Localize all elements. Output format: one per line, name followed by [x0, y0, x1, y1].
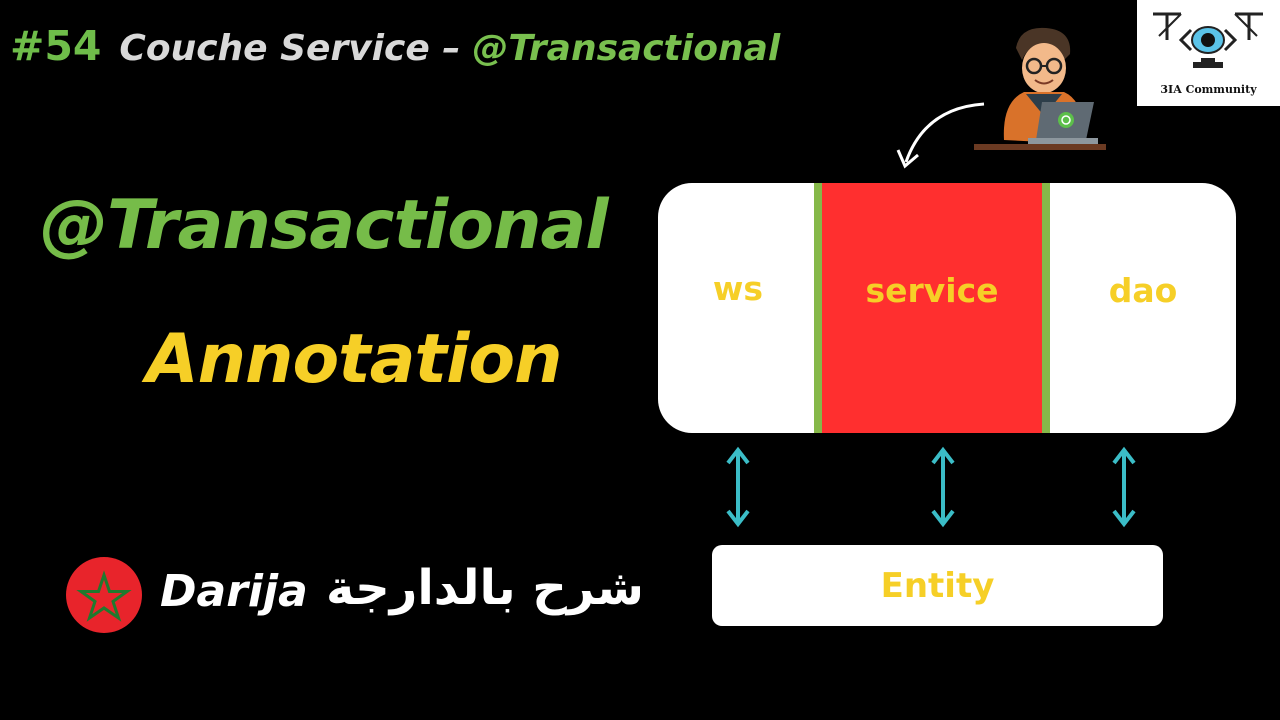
entity-box: Entity [712, 545, 1163, 626]
layer-service: service [814, 183, 1050, 433]
morocco-flag-icon [66, 557, 142, 633]
3ia-logo-icon [1153, 12, 1263, 68]
double-arrow-dao-icon [1112, 446, 1136, 528]
episode-header: #54 Couche Service – @Transactional [10, 22, 780, 72]
community-logo: 3IA Community [1137, 0, 1280, 106]
main-title: @Transactional [40, 186, 609, 265]
arabic-label: شرح بالدارجة [326, 560, 644, 616]
developer-with-laptop-icon [974, 27, 1106, 150]
layer-service-label: service [865, 270, 999, 310]
main-subtitle: Annotation [146, 320, 562, 399]
layer-ws: ws [658, 183, 818, 433]
episode-title-accent: @Transactional [472, 28, 781, 69]
double-arrow-ws-icon [726, 446, 750, 528]
episode-title: Couche Service – [119, 28, 461, 69]
layer-dao: dao [1050, 183, 1236, 433]
layers-diagram: ws service dao [658, 183, 1236, 433]
entity-label: Entity [880, 565, 995, 606]
logo-text: 3IA Community [1160, 83, 1257, 96]
layer-dao-label: dao [1108, 270, 1178, 310]
layer-ws-label: ws [712, 268, 764, 308]
language-label: Darija [160, 566, 308, 617]
double-arrow-service-icon [931, 446, 955, 528]
episode-number: #54 [10, 22, 102, 70]
